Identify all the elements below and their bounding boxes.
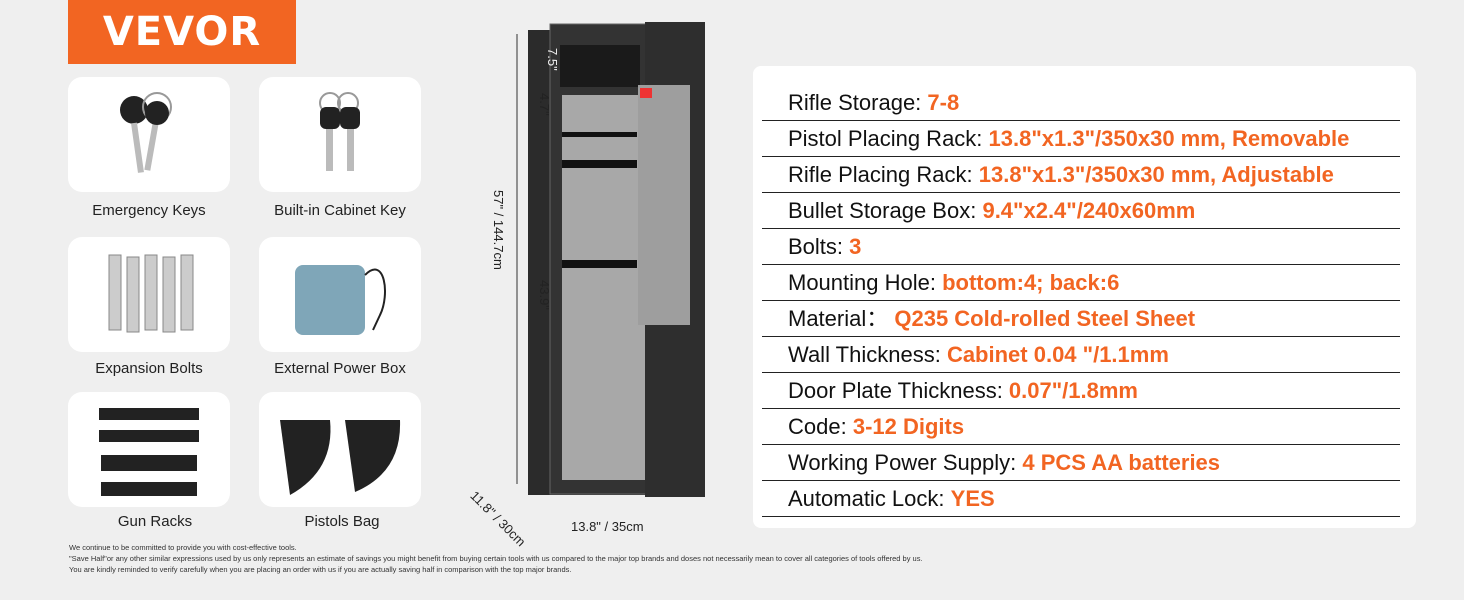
spec-value: 13.8"x1.3"/350x30 mm, Adjustable	[978, 162, 1334, 187]
spec-value: 0.07"/1.8mm	[1008, 378, 1138, 403]
accessory-label: Gun Racks	[117, 513, 193, 530]
spec-row: Pistol Placing Rack: 13.8"x1.3"/350x30 m…	[762, 121, 1400, 157]
accessory-card-cabinet-key	[259, 77, 421, 192]
spec-label: Working Power Supply:	[788, 450, 1023, 475]
main-compartment-dimension: 43.9"	[537, 280, 552, 310]
spec-label: Bullet Storage Box:	[788, 198, 983, 223]
shelf-gap-dimension: 4.7"	[537, 93, 552, 116]
spec-value: 13.8"x1.3"/350x30 mm, Removable	[988, 126, 1350, 151]
spec-row: Automatic Lock: YES	[762, 481, 1400, 517]
spec-value: YES	[950, 486, 995, 511]
spec-value: 3-12 Digits	[852, 414, 965, 439]
vevor-logo: VEVOR	[68, 0, 296, 64]
spec-row: Wall Thickness: Cabinet 0.04 "/1.1mm	[762, 337, 1400, 373]
bolts-icon	[108, 254, 194, 332]
spec-value: Q235 Cold-rolled Steel Sheet	[894, 306, 1196, 331]
spec-value: 3	[849, 234, 862, 259]
accessory-label: External Power Box	[274, 360, 406, 377]
spec-value: bottom:4; back:6	[942, 270, 1120, 295]
accessory-label: Emergency Keys	[92, 202, 206, 219]
spec-row: Door Plate Thickness: 0.07"/1.8mm	[762, 373, 1400, 409]
accessory-label: Pistols Bag	[304, 513, 380, 530]
spec-label: Rifle Placing Rack:	[788, 162, 979, 187]
spec-row: Rifle Placing Rack: 13.8"x1.3"/350x30 mm…	[762, 157, 1400, 193]
gun-safe-image	[516, 22, 705, 497]
width-dimension: 13.8" / 35cm	[571, 519, 644, 534]
spec-label: Bolts:	[788, 234, 850, 259]
disclaimer-line: You are kindly reminded to verify carefu…	[69, 565, 572, 574]
pistol-bag-icon	[280, 419, 401, 495]
keys-icon	[319, 91, 360, 171]
spec-row: Material： Q235 Cold-rolled Steel Sheet	[762, 301, 1400, 337]
gun-rack-icon	[99, 407, 199, 496]
spec-label: Door Plate Thickness:	[788, 378, 1009, 403]
accessory-card-gun-racks	[68, 392, 230, 507]
power-box-icon	[295, 264, 386, 335]
spec-row: Working Power Supply: 4 PCS AA batteries	[762, 445, 1400, 481]
spec-row: Bullet Storage Box: 9.4"x2.4"/240x60mm	[762, 193, 1400, 229]
spec-label: Pistol Placing Rack:	[788, 126, 989, 151]
spec-row: Mounting Hole: bottom:4; back:6	[762, 265, 1400, 301]
accessory-card-expansion-bolts	[68, 237, 230, 352]
spec-label: Wall Thickness:	[788, 342, 947, 367]
accessory-label: Built-in Cabinet Key	[274, 202, 406, 219]
disclaimer: We continue to be committed to provide y…	[69, 542, 923, 575]
spec-row: Code: 3-12 Digits	[762, 409, 1400, 445]
disclaimer-line: We continue to be committed to provide y…	[69, 543, 297, 552]
accessory-card-pistols-bag	[259, 392, 421, 507]
height-dimension: 57" / 144.7cm	[491, 190, 506, 270]
spec-value: 9.4"x2.4"/240x60mm	[982, 198, 1196, 223]
spec-label: Rifle Storage:	[788, 90, 928, 115]
spec-label: Material：	[788, 306, 895, 331]
top-compartment-dimension: 7.5"	[545, 48, 560, 71]
spec-label: Code:	[788, 414, 853, 439]
spec-row: Bolts: 3	[762, 229, 1400, 265]
spec-row: Rifle Storage: 7-8	[762, 85, 1400, 121]
accessory-card-emergency-keys	[68, 77, 230, 192]
accessory-label: Expansion Bolts	[95, 360, 203, 377]
spec-value: 7-8	[927, 90, 960, 115]
keys-icon	[120, 91, 172, 173]
spec-label: Automatic Lock:	[788, 486, 951, 511]
spec-label: Mounting Hole:	[788, 270, 943, 295]
disclaimer-line: "Save Half"or any other similar expressi…	[69, 554, 923, 563]
spec-value: 4 PCS AA batteries	[1022, 450, 1221, 475]
accessory-card-power-box	[259, 237, 421, 352]
spec-value: Cabinet 0.04 "/1.1mm	[946, 342, 1169, 367]
